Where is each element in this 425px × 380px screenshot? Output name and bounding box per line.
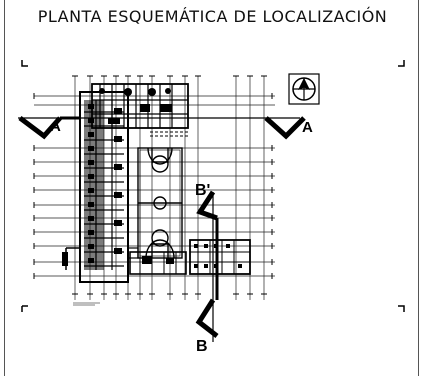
basketball-court <box>137 147 183 259</box>
section-label-b-bottom: B <box>196 338 208 355</box>
section-cut-b <box>195 190 219 342</box>
drawing-frame <box>4 0 419 376</box>
north-arrow-icon <box>288 73 320 105</box>
drawing-title: PLANTA ESQUEMÁTICA DE LOCALIZACIÓN <box>37 7 388 26</box>
building-lower-right <box>127 239 251 275</box>
corner-marks <box>21 60 405 312</box>
section-label-a-left: A <box>50 118 61 135</box>
section-label-a-right: A <box>302 119 313 136</box>
grid-ticks <box>33 75 273 295</box>
building-top-wing <box>91 83 190 137</box>
scale-note <box>73 302 100 306</box>
section-cut-a <box>18 116 306 140</box>
section-label-b-top: B' <box>195 182 211 199</box>
